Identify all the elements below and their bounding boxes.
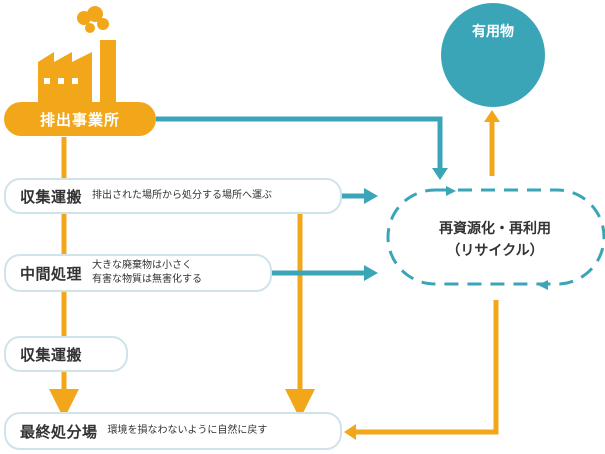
step2-to-recycle-arrowhead (364, 265, 378, 281)
loop-arrowhead-bottom (538, 280, 548, 290)
recycle-to-disposal-arrowhead (344, 424, 356, 440)
step-title: 最終処分場 (20, 422, 98, 441)
product-label: 有用物 (472, 24, 514, 40)
step-collection-1: 収集運搬 排出された場所から処分する場所へ運ぶ (4, 178, 342, 214)
product-circle: 有用物 (441, 3, 545, 107)
factory-icon (38, 6, 116, 104)
source-box: 排出事業所 (4, 102, 156, 136)
step-desc: 排出された場所から処分する場所へ運ぶ (92, 190, 273, 201)
step1-to-recycle-arrowhead (364, 188, 378, 204)
source-label: 排出事業所 (39, 110, 120, 129)
recycle-label: 再資源化・再利用 （リサイクル） (380, 218, 605, 262)
recycle-label-line2: （リサイクル） (446, 243, 544, 259)
step-collection-2: 収集運搬 (4, 336, 128, 372)
step-desc-line: 有害な物質は無害化する (92, 274, 203, 285)
recycle-loop (386, 188, 605, 286)
source-to-recycle-arrowhead (432, 168, 448, 180)
recycle-label-line1: 再資源化・再利用 (439, 221, 551, 237)
step-title: 中間処理 (20, 264, 83, 283)
recycle-to-product-arrowhead (484, 110, 500, 122)
step-intermediate: 中間処理 大きな廃棄物は小さく 有害な物質は無害化する (4, 254, 272, 292)
step-desc: 大きな廃棄物は小さく 有害な物質は無害化する (92, 259, 202, 287)
step-desc: 環境を損なわないように自然に戻す (107, 425, 268, 436)
recycle-to-disposal-line (356, 300, 499, 435)
source-to-recycle-line (156, 116, 443, 168)
loop-arrowhead-top (446, 186, 456, 196)
step-title: 収集運搬 (20, 345, 83, 364)
step-desc-line: 大きな廃棄物は小さく (92, 260, 193, 271)
step-title: 収集運搬 (20, 187, 83, 206)
step-final-disposal: 最終処分場 環境を損なわないように自然に戻す (4, 412, 342, 450)
